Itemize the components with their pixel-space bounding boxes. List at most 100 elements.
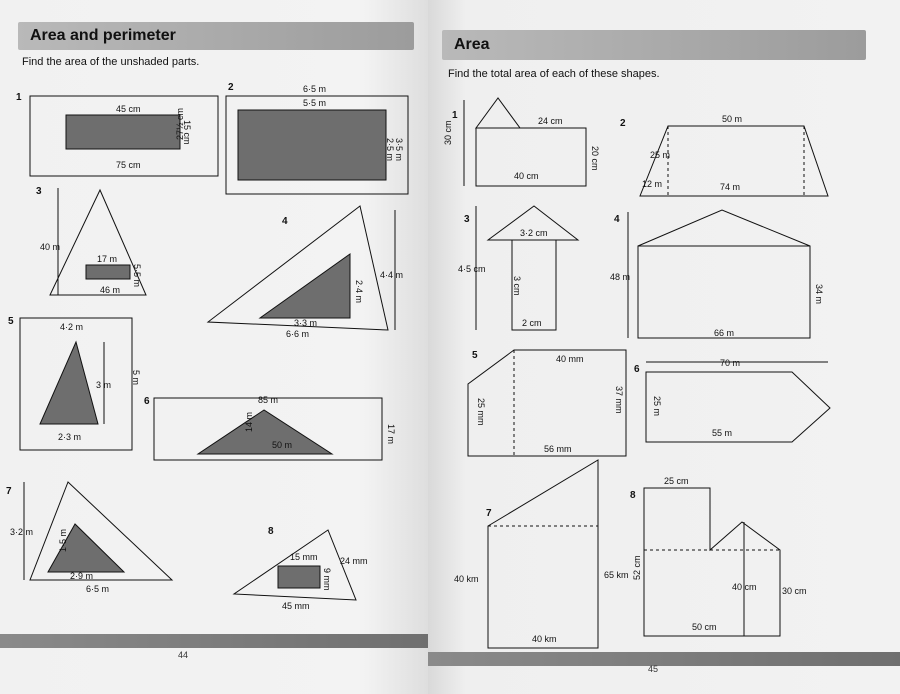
dimension-label: 15 cm bbox=[182, 120, 192, 145]
shaded-triangle bbox=[258, 253, 351, 319]
question-6-diagram: 6 85 m 14 m 50 m 17 m bbox=[144, 395, 396, 461]
question-number: 8 bbox=[268, 526, 274, 537]
question-3-diagram: 3 40 m 17 m 5·5 m 46 m bbox=[36, 186, 147, 296]
question-number: 7 bbox=[486, 508, 492, 519]
dimension-label: 74 m bbox=[720, 182, 740, 192]
question-1-diagram: 1 24 cm 30 cm 20 cm 40 cm bbox=[443, 97, 600, 187]
outer-triangle bbox=[49, 188, 147, 296]
question-number: 8 bbox=[630, 490, 636, 501]
dimension-label: 40 mm bbox=[556, 354, 584, 364]
dimension-label: 3·3 m bbox=[294, 318, 317, 328]
question-4-diagram: 4 4·4 m 2·4 m 3·3 m 6·6 m bbox=[206, 205, 403, 339]
question-number: 3 bbox=[464, 214, 470, 225]
shaded-rectangle bbox=[85, 264, 131, 280]
dimension-label: 50 m bbox=[722, 114, 742, 124]
dimension-label: 45 cm bbox=[116, 104, 141, 114]
shaded-triangle bbox=[39, 340, 99, 425]
question-number: 6 bbox=[144, 396, 150, 407]
question-3-diagram: 3 3·2 cm 4·5 cm 3 cm 2 cm bbox=[458, 205, 580, 331]
dimension-label: 6·5 m bbox=[303, 84, 326, 94]
dimension-label: 40 cm bbox=[514, 171, 539, 181]
dimension-label: 1·5 m bbox=[58, 529, 68, 552]
dimension-label: 3·5 m bbox=[394, 138, 404, 161]
outer-rectangle bbox=[29, 95, 219, 177]
dimension-label: 48 m bbox=[610, 272, 630, 282]
question-number: 4 bbox=[614, 214, 620, 225]
question-7-diagram: 7 40 km 65 km 40 km bbox=[454, 459, 629, 649]
outer-triangle bbox=[29, 481, 174, 581]
right-page: Area Find the total area of each of thes… bbox=[428, 0, 900, 694]
dimension-label: 14 m bbox=[244, 412, 254, 432]
question-number: 3 bbox=[36, 186, 42, 197]
right-footer-bar bbox=[428, 652, 900, 666]
dimension-label: 3·2 m bbox=[10, 527, 33, 537]
question-1-diagram: 1 45 cm 15 cm 27½ cm 75 cm bbox=[16, 92, 219, 177]
dimension-label: 25 m bbox=[652, 396, 662, 416]
dimension-label: 20 cm bbox=[590, 146, 600, 171]
dimension-label: 25 mm bbox=[476, 398, 486, 426]
dimension-label: 2·5 m bbox=[385, 138, 395, 161]
shaded-rectangle bbox=[65, 114, 181, 150]
question-2-diagram: 2 50 m 25 m 12 m 74 m bbox=[620, 114, 829, 197]
question-number: 5 bbox=[8, 316, 14, 327]
pentagon bbox=[467, 349, 627, 457]
question-number: 5 bbox=[472, 350, 478, 361]
outer-triangle bbox=[232, 529, 357, 601]
question-number: 2 bbox=[620, 118, 626, 129]
dimension-label: 46 m bbox=[100, 285, 120, 295]
dimension-label: 6·6 m bbox=[286, 329, 309, 339]
right-diagrams: 1 24 cm 30 cm 20 cm 40 cm 2 50 m 25 m 12… bbox=[443, 97, 831, 649]
question-number: 7 bbox=[6, 486, 12, 497]
outer-triangle bbox=[206, 205, 389, 331]
dimension-label: 24 mm bbox=[340, 556, 368, 566]
dimension-label: 40 km bbox=[454, 574, 479, 584]
question-4-diagram: 4 48 m 34 m 66 m bbox=[610, 209, 824, 339]
question-7-diagram: 7 3·2 m 1·5 m 2·9 m 6·5 m bbox=[6, 481, 174, 594]
dimension-label: 4·5 cm bbox=[458, 264, 486, 274]
question-5-diagram: 5 40 mm 25 mm 37 mm 56 mm bbox=[467, 349, 627, 457]
dimension-label: 55 m bbox=[712, 428, 732, 438]
dimension-label: 15 mm bbox=[290, 552, 318, 562]
dimension-label: 6·5 m bbox=[86, 584, 109, 594]
dimension-label: 30 cm bbox=[443, 120, 453, 145]
right-title-banner bbox=[442, 30, 866, 60]
dimension-label: 2·9 m bbox=[70, 571, 93, 581]
dimension-label: 65 km bbox=[604, 570, 629, 580]
left-diagrams: 1 45 cm 15 cm 27½ cm 75 cm 2 6·5 m 5·5 m… bbox=[6, 82, 409, 611]
rectangle-base bbox=[511, 239, 557, 331]
question-6-diagram: 6 70 m 25 m 55 m bbox=[634, 358, 831, 443]
dimension-label: 40 m bbox=[40, 242, 60, 252]
dimension-label: 75 cm bbox=[116, 160, 141, 170]
shaded-rectangle bbox=[237, 109, 387, 181]
triangle-top bbox=[637, 209, 811, 247]
left-footer-bar bbox=[0, 634, 428, 648]
dimension-label: 25 cm bbox=[664, 476, 689, 486]
dimension-label: 24 cm bbox=[538, 116, 563, 126]
composite-shape bbox=[643, 487, 781, 637]
dimension-label: 17 m bbox=[386, 424, 396, 444]
dimension-label: 3 cm bbox=[512, 276, 522, 296]
outer-rectangle bbox=[225, 95, 409, 195]
dimension-label: 30 cm bbox=[782, 586, 807, 596]
rectangle-base bbox=[475, 127, 587, 187]
dimension-label: 3 m bbox=[96, 380, 111, 390]
rectangle-base bbox=[637, 245, 811, 339]
shaded-triangle bbox=[196, 409, 334, 455]
dimension-label: 4·4 m bbox=[380, 270, 403, 280]
dimension-label: 40 cm bbox=[732, 582, 757, 592]
dimension-label: 50 m bbox=[272, 440, 292, 450]
question-number: 6 bbox=[634, 364, 640, 375]
question-8-diagram: 8 25 cm 52 cm 40 cm 30 cm 50 cm bbox=[630, 476, 807, 637]
trapezium bbox=[639, 125, 829, 197]
shaded-rectangle bbox=[277, 565, 321, 589]
dimension-label: 17 m bbox=[97, 254, 117, 264]
dimension-label: 5·5 m bbox=[303, 98, 326, 108]
right-instruction: Find the total area of each of these sha… bbox=[448, 68, 660, 80]
pentagon bbox=[645, 371, 831, 443]
question-2-diagram: 2 6·5 m 5·5 m 3·5 m 2·5 m bbox=[225, 82, 409, 195]
dimension-label: 37 mm bbox=[614, 386, 624, 414]
question-number: 1 bbox=[452, 110, 458, 121]
dimension-label: 5 m bbox=[131, 370, 141, 385]
dimension-label: 40 km bbox=[532, 634, 557, 644]
